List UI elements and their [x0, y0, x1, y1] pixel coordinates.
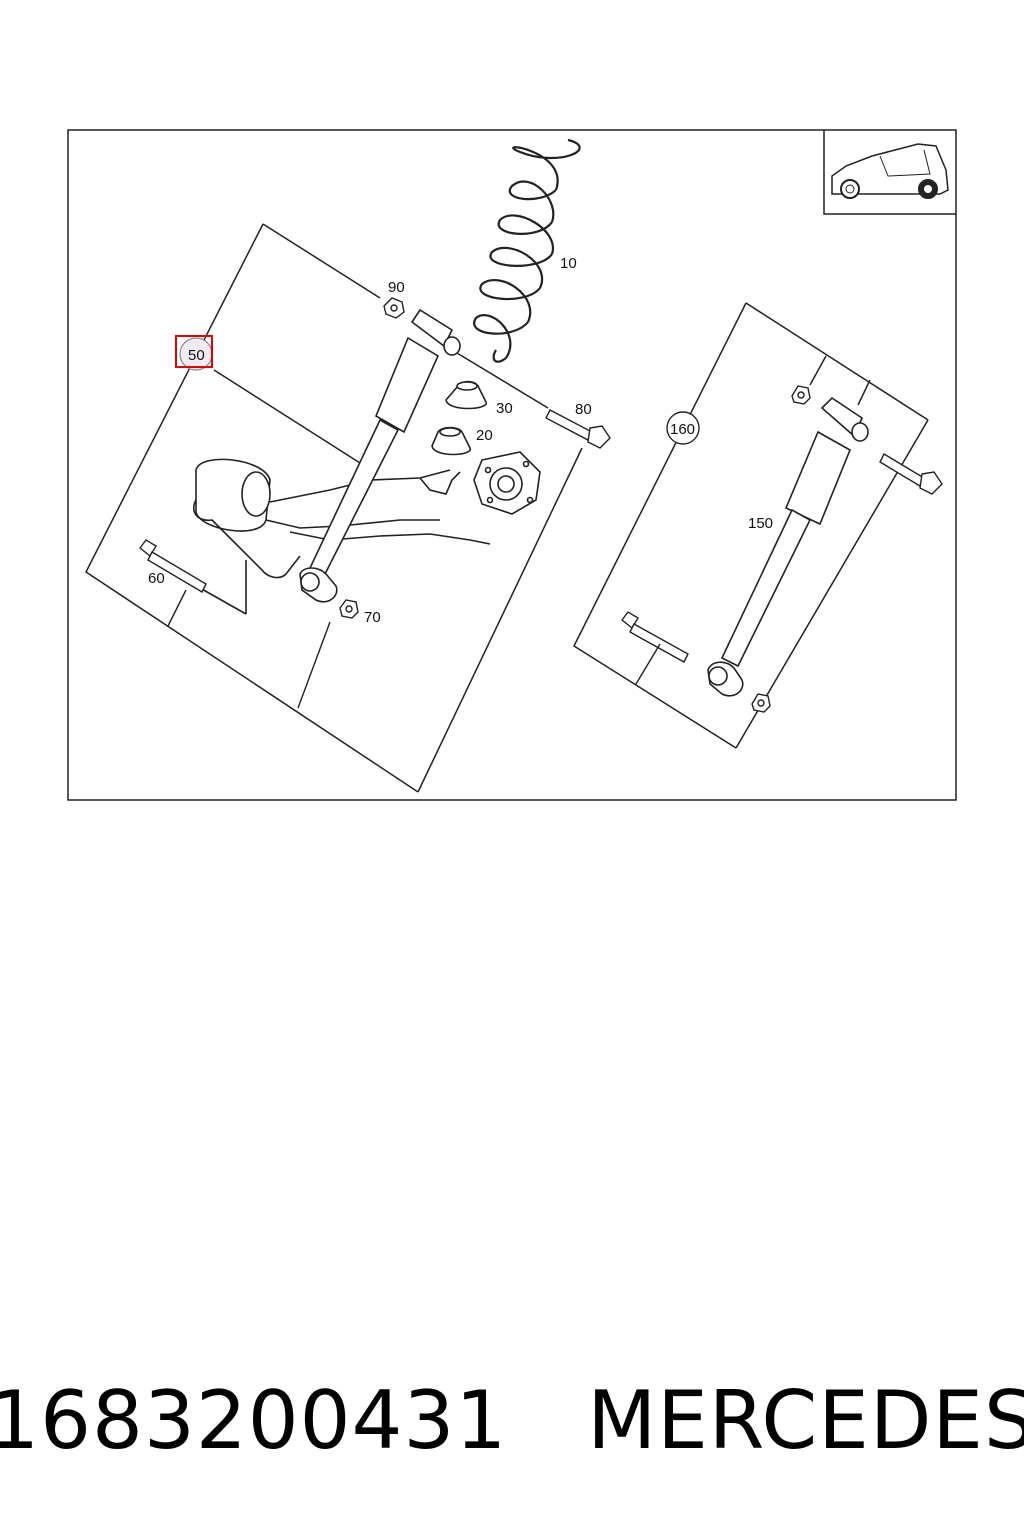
nut-70 [339, 599, 359, 619]
spring-seat [431, 426, 471, 456]
label-10: 10 [560, 255, 577, 272]
bolt-60 [139, 539, 207, 593]
svg-text:50: 50 [188, 347, 205, 364]
brand-name: MERCEDES [587, 1373, 1024, 1467]
nut-90 [383, 297, 405, 319]
wheel-hub [473, 451, 541, 515]
label-30: 30 [496, 400, 513, 417]
part-number: 1683200431 [0, 1373, 508, 1467]
label-70: 70 [364, 609, 381, 626]
label-90: 90 [388, 279, 405, 296]
parts-diagram: 10 90 30 80 20 60 70 150 50 160 [67, 129, 957, 801]
coil-spring [473, 138, 581, 363]
selection-highlight [175, 335, 213, 368]
bump-stop [445, 380, 487, 410]
label-80: 80 [575, 401, 592, 418]
shock-absorber-right [707, 396, 869, 697]
nut-right-upper [791, 385, 811, 405]
bolt-right-upper [879, 453, 943, 495]
diagram-frame [67, 129, 957, 801]
nut-right-lower [751, 693, 771, 713]
bolt-right-lower [621, 611, 689, 663]
vehicle-thumbnail [823, 130, 956, 215]
shock-absorber-left [299, 308, 461, 603]
svg-text:160: 160 [670, 421, 695, 438]
caption: 1683200431 MERCEDES [0, 1360, 1024, 1480]
label-150: 150 [748, 515, 773, 532]
bolt-80 [545, 409, 611, 449]
label-20: 20 [476, 427, 493, 444]
callout-50[interactable]: 50 [175, 335, 213, 371]
front-wheel-icon [840, 179, 860, 199]
label-60: 60 [148, 570, 165, 587]
callout-160[interactable]: 160 [666, 411, 700, 445]
